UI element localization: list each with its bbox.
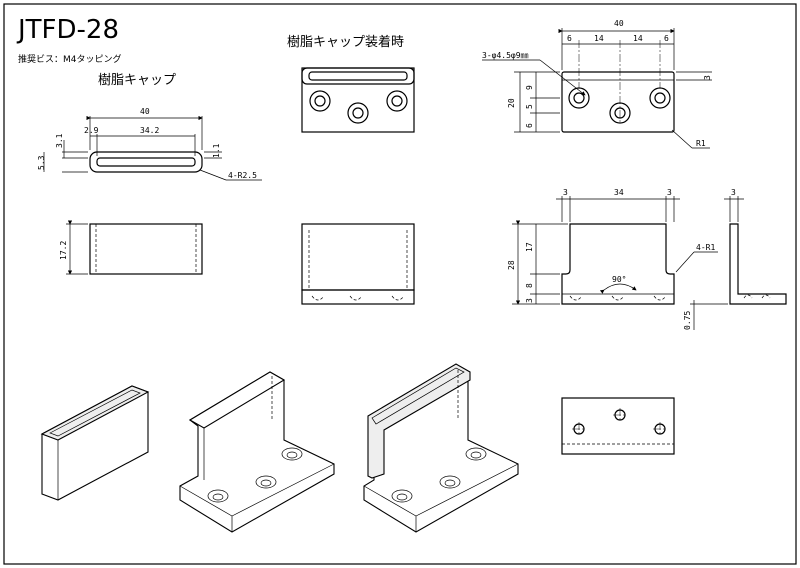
- dim-front-3b: 3: [667, 188, 672, 197]
- cap-label: 樹脂キャップ: [98, 73, 176, 88]
- dim-front-17: 17: [525, 242, 534, 252]
- dim-top-14b: 14: [633, 34, 643, 43]
- dim-cap-radius: 4-R2.5: [228, 171, 257, 180]
- sheet-border: [3, 3, 797, 565]
- bracket-front-view: 90° 3 34 3 28 17 8 3 4-R1: [507, 188, 718, 305]
- dim-top-6: 6: [525, 123, 534, 128]
- cap-front-view: 17.2: [59, 220, 203, 275]
- dim-cap-height: 5.3: [37, 155, 46, 170]
- dim-cap-right: 1.1: [212, 143, 221, 158]
- dim-top-5: 5: [525, 104, 534, 109]
- dim-front-3a: 3: [563, 188, 568, 197]
- screw-note: 推奨ビス：M4タッピング: [18, 53, 122, 65]
- dim-cap-depth: 17.2: [59, 241, 68, 260]
- dim-top-9: 9: [525, 85, 534, 90]
- dim-cap-top: 3.1: [55, 133, 64, 148]
- isometric-bracket: [179, 371, 335, 533]
- dim-front-28: 28: [507, 260, 516, 270]
- dim-top-width: 40: [614, 19, 624, 28]
- bracket-bottom-view: [561, 397, 675, 455]
- bracket-top-view: 40 6 14 14 6 3-φ4.5φ9㎜ 3 20 9 5 6 R1: [482, 19, 712, 149]
- dim-top-6a: 6: [567, 34, 572, 43]
- dim-top-14a: 14: [594, 34, 604, 43]
- dim-front-3: 3: [525, 298, 534, 303]
- dim-top-20: 20: [507, 98, 516, 108]
- dim-top-3: 3: [703, 75, 712, 80]
- dim-front-34: 34: [614, 188, 624, 197]
- isometric-assembled: [363, 363, 519, 533]
- hole-note: 3-φ4.5φ9㎜: [482, 51, 529, 60]
- dim-front-8: 8: [525, 283, 534, 288]
- cap-top-view: 40 2.9 34.2 5.3 3.1 1.1 4-R2.5: [37, 107, 262, 181]
- dim-side-075: 0.75: [683, 311, 692, 330]
- dim-angle: 90°: [612, 275, 626, 284]
- drawing-title: JTFD-28: [16, 15, 119, 45]
- dim-front-radius: 4-R1: [696, 243, 715, 252]
- assembled-label: 樹脂キャップ装着時: [287, 34, 404, 50]
- dim-top-6b: 6: [664, 34, 669, 43]
- assembled-top-view: [301, 67, 415, 133]
- dim-cap-width: 40: [140, 107, 150, 116]
- dim-cap-edge: 2.9: [84, 126, 99, 135]
- assembled-front-view: [301, 223, 415, 305]
- bracket-side-view: 3 0.75: [683, 188, 787, 330]
- dim-cap-inner: 34.2: [140, 126, 159, 135]
- dim-side-3: 3: [731, 188, 736, 197]
- isometric-cap: [40, 385, 150, 501]
- dim-top-radius: R1: [696, 139, 706, 148]
